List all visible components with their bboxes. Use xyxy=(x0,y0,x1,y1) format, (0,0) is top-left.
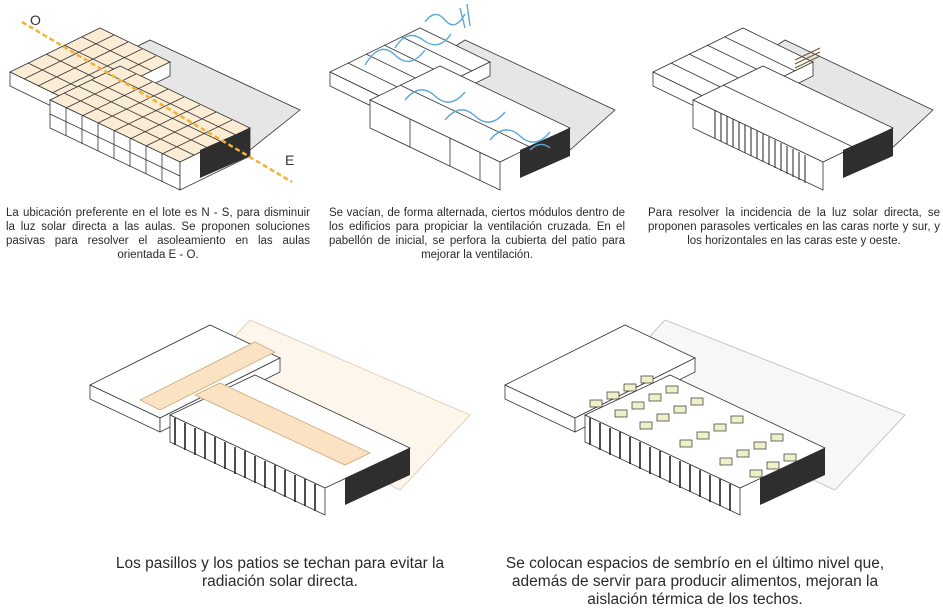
end-facade-dark xyxy=(345,448,410,505)
green-roofs-axonometric xyxy=(504,319,906,516)
caption-ventilation: Se vacían, de forma alternada, ciertos m… xyxy=(329,207,625,261)
west-label: O xyxy=(30,12,41,28)
orientation-axonometric xyxy=(9,20,301,191)
end-facade-dark xyxy=(520,128,570,178)
roofed-corridors-axonometric xyxy=(89,319,471,516)
facade-sunshades xyxy=(174,418,316,511)
caption-green-roofs: Se colocan espacios de sembrío en el últ… xyxy=(505,555,885,608)
east-label: E xyxy=(285,152,295,168)
end-facade-dark xyxy=(760,448,825,505)
diagram-panel-green-roofs xyxy=(495,290,915,525)
caption-orientation: La ubicación preferente en el lote es N … xyxy=(6,207,310,261)
sun-path-axis xyxy=(21,20,293,184)
roof-planters xyxy=(589,375,797,478)
caption-roofed-corridors: Los pasillos y los patios se techan para… xyxy=(115,555,445,590)
end-facade-dark xyxy=(843,128,893,178)
diagram-panel-orientation: O E xyxy=(0,0,310,200)
vertical-sunshades xyxy=(714,110,806,183)
caption-sunshades: Para resolver la incidencia de la luz so… xyxy=(648,207,940,247)
facade-sunshades xyxy=(589,418,731,511)
diagram-panel-sunshades xyxy=(645,0,943,200)
diagram-panel-ventilation xyxy=(325,0,625,200)
diagram-panel-roofed-corridors xyxy=(80,290,480,525)
horizontal-sunshades xyxy=(794,47,821,69)
roofed-corridor xyxy=(139,341,276,411)
end-facade-dark xyxy=(200,128,250,178)
sunshades-axonometric xyxy=(652,27,934,191)
roofed-patio xyxy=(194,382,371,466)
wind-flow-lines xyxy=(364,3,551,151)
ventilation-axonometric xyxy=(329,3,616,191)
